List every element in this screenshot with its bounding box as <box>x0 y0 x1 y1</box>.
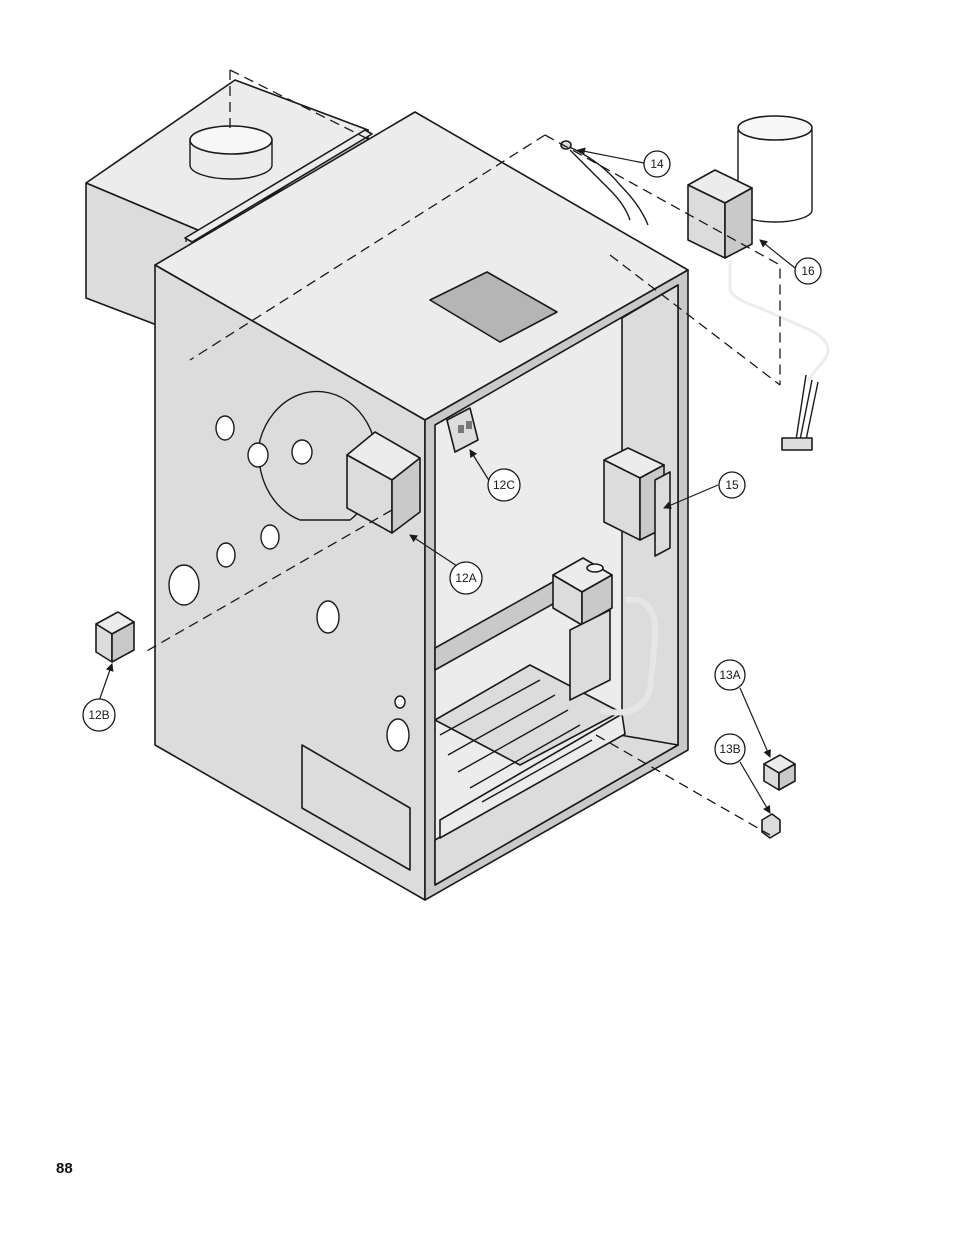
callout-12b: 12B <box>83 699 115 731</box>
part-13a-pressure-switch <box>764 755 795 790</box>
callout-14: 14 <box>644 151 670 177</box>
callout-12c-label: 12C <box>493 478 515 492</box>
callout-15-label: 15 <box>725 478 739 492</box>
callout-15: 15 <box>719 472 745 498</box>
callout-16-label: 16 <box>801 264 815 278</box>
callout-12a: 12A <box>450 562 482 594</box>
part-12b-box <box>96 612 134 662</box>
callout-13a-label: 13A <box>719 668 740 682</box>
callout-16: 16 <box>795 258 821 284</box>
furnace-cabinet <box>155 112 688 900</box>
callout-13b: 13B <box>715 734 745 764</box>
callout-12c: 12C <box>488 469 520 501</box>
part-13b-bracket <box>762 814 780 838</box>
page-number: 88 <box>56 1160 73 1177</box>
callout-12a-label: 12A <box>455 571 476 585</box>
callout-13a: 13A <box>715 660 745 690</box>
callout-14-label: 14 <box>650 157 664 171</box>
callout-13b-label: 13B <box>719 742 740 756</box>
callout-12b-label: 12B <box>88 708 109 722</box>
